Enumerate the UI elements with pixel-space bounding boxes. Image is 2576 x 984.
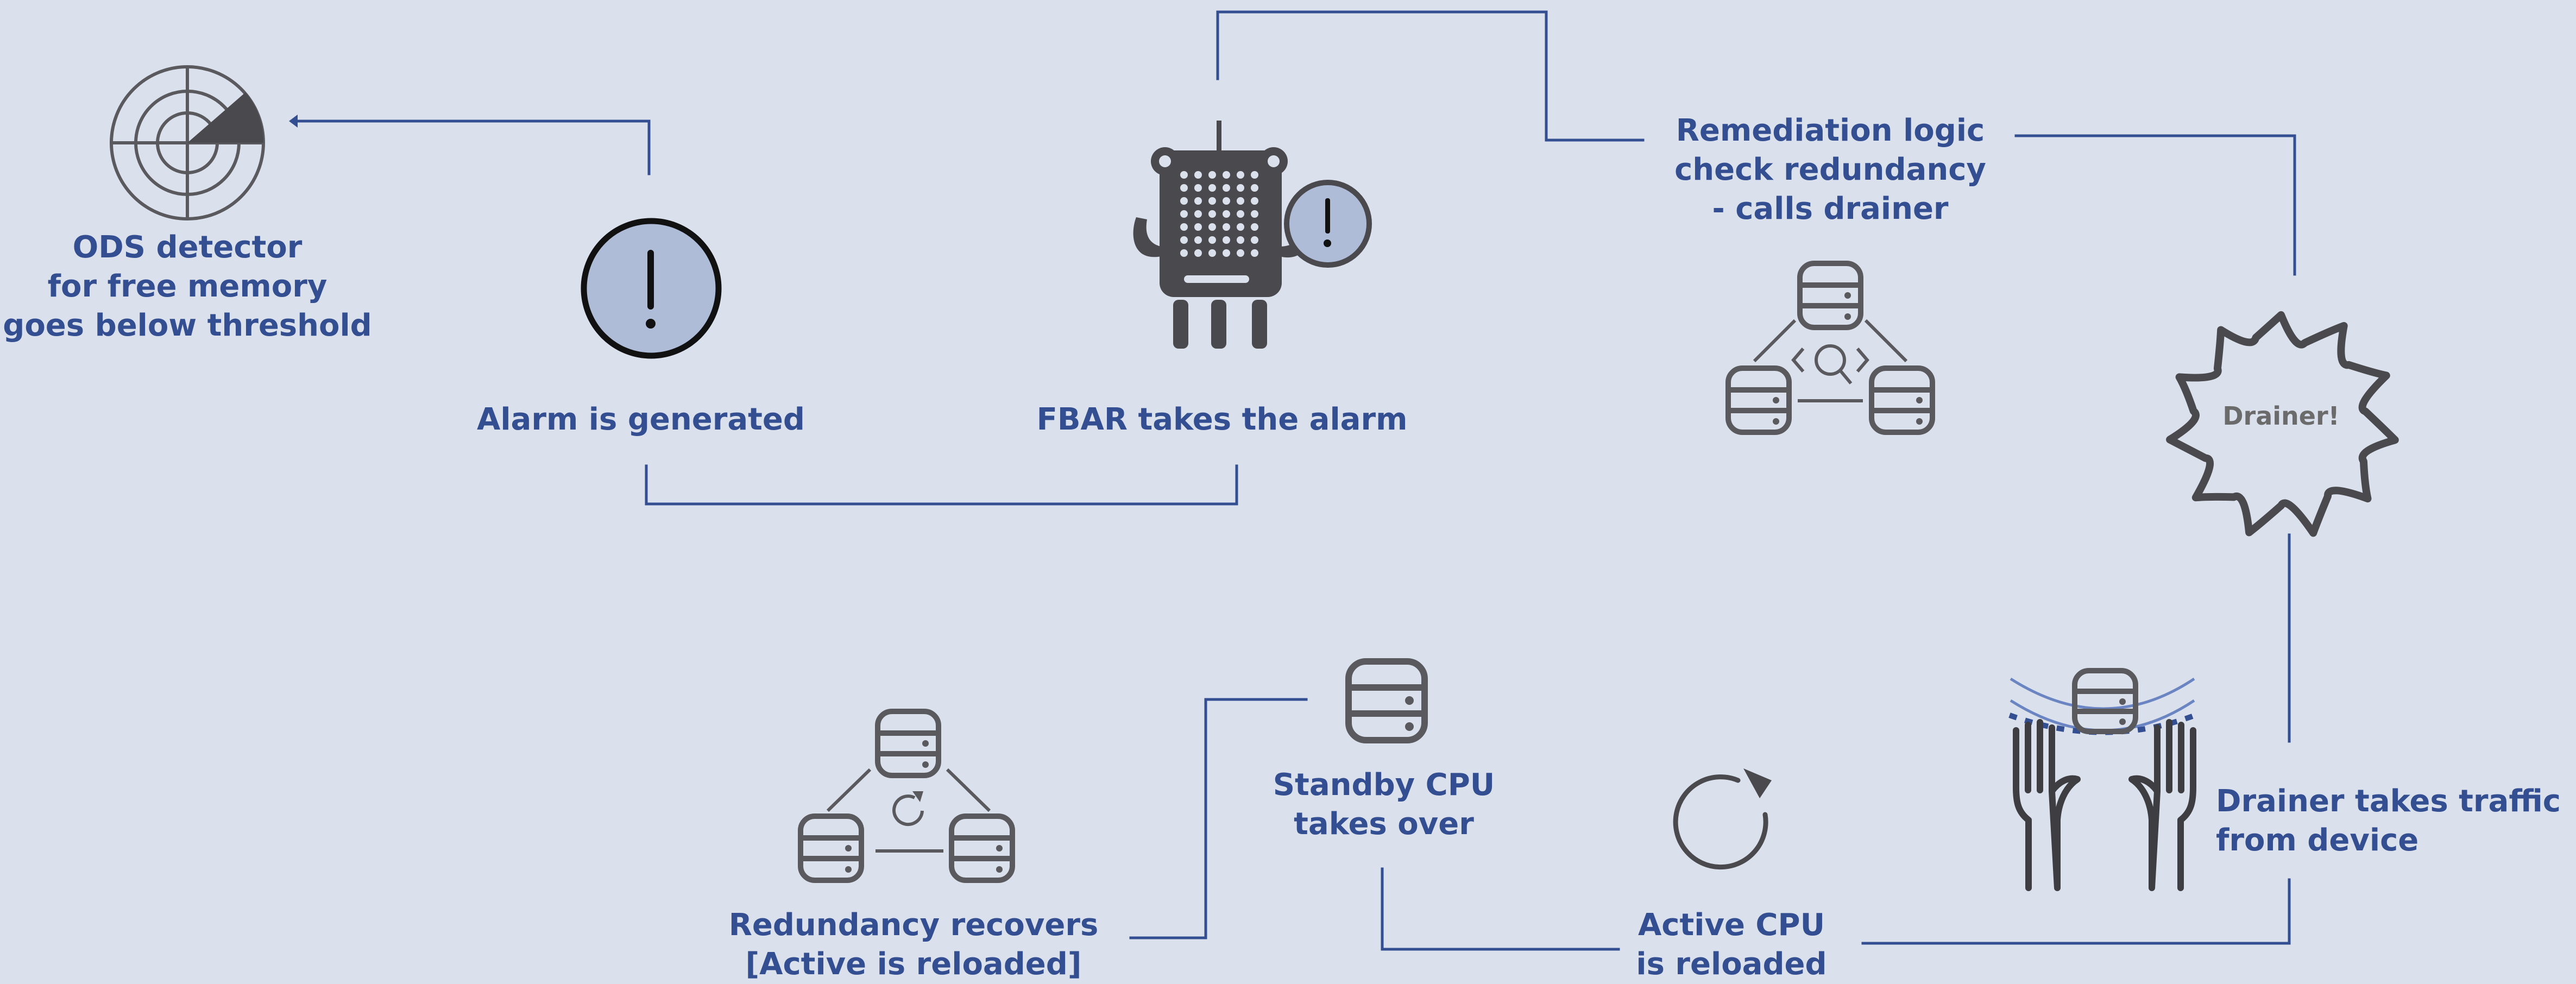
radar-icon xyxy=(110,65,265,220)
connector-alarm-to-fbar xyxy=(645,464,1238,506)
label-standby-cpu: Standby CPU takes over xyxy=(1273,767,1495,842)
server-icon xyxy=(1345,658,1428,743)
robot-icon xyxy=(1133,121,1372,349)
label-fbar-takes-alarm: FBAR takes the alarm xyxy=(1036,402,1408,437)
connector-fbar-to-remediation xyxy=(1216,10,1645,142)
hands-server-icon xyxy=(2008,668,2196,891)
connector-remediation-to-drainer xyxy=(2014,134,2296,276)
arrowhead-ods xyxy=(289,115,298,128)
label-ods-detector: ODS detector for free memory goes below … xyxy=(3,230,372,343)
connector-alarm-to-ods xyxy=(292,119,651,175)
label-active-cpu-reloaded: Active CPU is reloaded xyxy=(1636,907,1827,982)
server-network-refresh-icon xyxy=(794,709,1022,885)
connector-standby-to-redundancy xyxy=(1129,698,1308,939)
label-alarm-generated: Alarm is generated xyxy=(477,402,805,437)
connector-traffic-to-active xyxy=(1861,878,2291,945)
connector-active-to-standby xyxy=(1381,867,1620,951)
exclamation-alert-icon xyxy=(581,218,722,359)
label-redundancy-recovers: Redundancy recovers [Active is reloaded] xyxy=(728,907,1099,982)
label-remediation-logic: Remediation logic check redundancy - cal… xyxy=(1674,113,1986,226)
label-drainer-takes-traffic: Drainer takes traffic from device xyxy=(2216,784,2561,858)
server-network-search-icon xyxy=(1722,261,1939,440)
reload-icon xyxy=(1673,768,1772,870)
burst-icon: Drainer! xyxy=(2166,311,2399,537)
drainer-badge-text: Drainer! xyxy=(2222,401,2339,431)
